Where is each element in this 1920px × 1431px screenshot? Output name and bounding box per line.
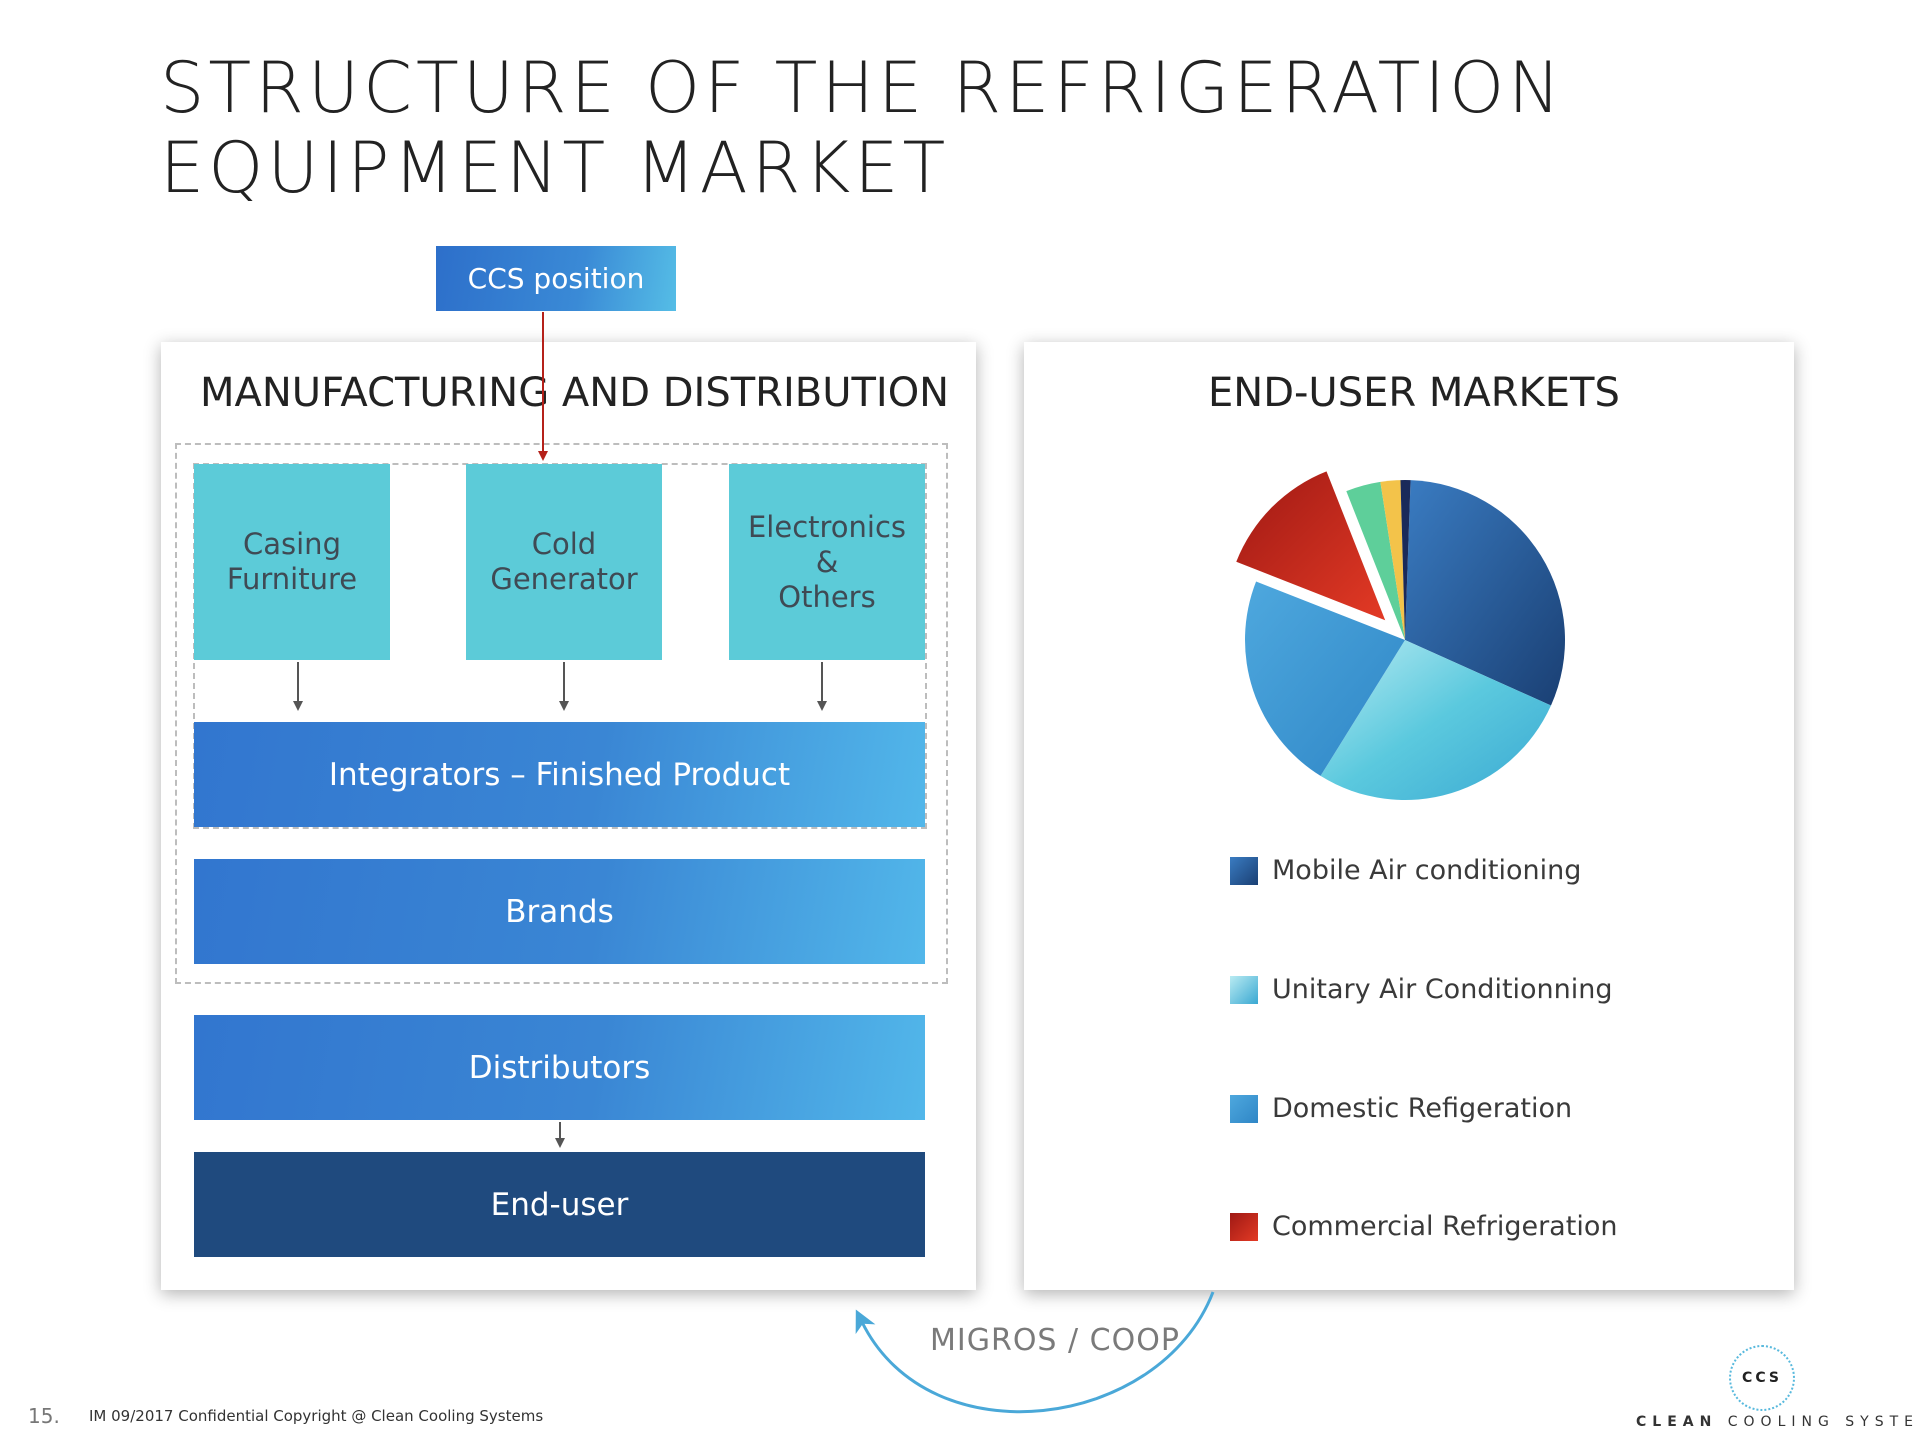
legend-label: Domestic Refigeration: [1272, 1093, 1573, 1124]
legend-item: Mobile Air conditioning: [1230, 855, 1581, 886]
migros-curved-arrow: [855, 1291, 1215, 1414]
brands-bar: Brands: [194, 859, 925, 964]
brand-name-rest: COOLING SYSTEMS: [1727, 1414, 1920, 1430]
legend-swatch-unitary-ac: [1230, 975, 1258, 1004]
legend-item: Commercial Refrigeration: [1230, 1211, 1617, 1242]
legend-label: Mobile Air conditioning: [1272, 855, 1582, 886]
ccs-logo-text: CCS: [1742, 1370, 1782, 1386]
component-casing-furniture: Casing Furniture: [194, 464, 390, 660]
footer-copyright: IM 09/2017 Confidential Copyright @ Clea…: [89, 1407, 544, 1425]
component-cold-generator: Cold Generator: [466, 464, 662, 660]
pie-slice: [1245, 581, 1405, 776]
pie-slice: [1320, 640, 1551, 800]
legend-item: Domestic Refigeration: [1230, 1093, 1572, 1124]
manufacturing-heading: MANUFACTURING AND DISTRIBUTION: [200, 370, 950, 416]
legend-swatch-domestic-refrigeration: [1230, 1094, 1258, 1123]
brand-name: CLEAN COOLING SYSTEMS: [1636, 1414, 1920, 1430]
legend-swatch-mobile-ac: [1230, 856, 1258, 885]
pie-slice: [1380, 480, 1405, 640]
page-number: 15.: [28, 1404, 60, 1428]
title-line-2: EQUIPMENT MARKET: [160, 127, 950, 209]
brand-name-bold: CLEAN: [1636, 1414, 1718, 1430]
pie-slice: [1346, 481, 1405, 640]
distributors-bar: Distributors: [194, 1015, 925, 1120]
end-user-heading: END-USER MARKETS: [1208, 370, 1620, 416]
legend-label: Commercial Refrigeration: [1272, 1211, 1618, 1242]
page-title: STRUCTURE OF THE REFRIGERATION EQUIPMENT…: [160, 48, 1660, 208]
manufacturing-group-outline: [175, 443, 948, 984]
migros-coop-label: MIGROS / COOP: [930, 1323, 1180, 1358]
integrators-bar: Integrators – Finished Product: [194, 722, 925, 827]
ccs-position-tag: CCS position: [436, 246, 676, 311]
end-user-bar: End-user: [194, 1152, 925, 1257]
pie-slice: [1236, 471, 1386, 621]
title-line-1: STRUCTURE OF THE REFRIGERATION: [160, 47, 1565, 129]
pie-slice: [1400, 480, 1411, 640]
pie-slice: [1405, 480, 1565, 706]
legend-swatch-commercial-refrigeration: [1230, 1212, 1258, 1241]
legend-item: Unitary Air Conditionning: [1230, 974, 1613, 1005]
ccs-logo: CCS: [1729, 1345, 1795, 1411]
end-user-pie-chart: [1236, 471, 1565, 800]
component-electronics-others: Electronics & Others: [729, 464, 925, 660]
legend-label: Unitary Air Conditionning: [1272, 974, 1613, 1005]
